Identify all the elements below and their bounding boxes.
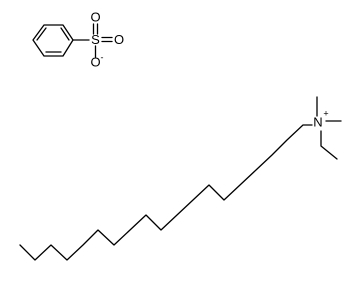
nitrogen-atom-label: N <box>313 114 322 129</box>
ring-double-bond-1 <box>36 27 47 41</box>
benzenesulfonate-ion: S O O O - <box>32 9 124 69</box>
oxygen-negative-charge: - <box>101 52 104 62</box>
sulfur-atom-label: S <box>91 32 100 47</box>
ring-double-bond-2 <box>60 27 70 41</box>
n-ethyl-bond <box>320 130 338 160</box>
nitrogen-positive-charge: + <box>323 108 328 118</box>
oxygen-bottom-label: O <box>90 54 100 69</box>
benzene-ring <box>32 24 74 57</box>
ammonium-cation: N + <box>19 96 342 261</box>
hexadecyl-chain <box>19 124 313 261</box>
oxygen-top-label: O <box>90 9 100 24</box>
oxygen-right-label: O <box>114 32 124 47</box>
